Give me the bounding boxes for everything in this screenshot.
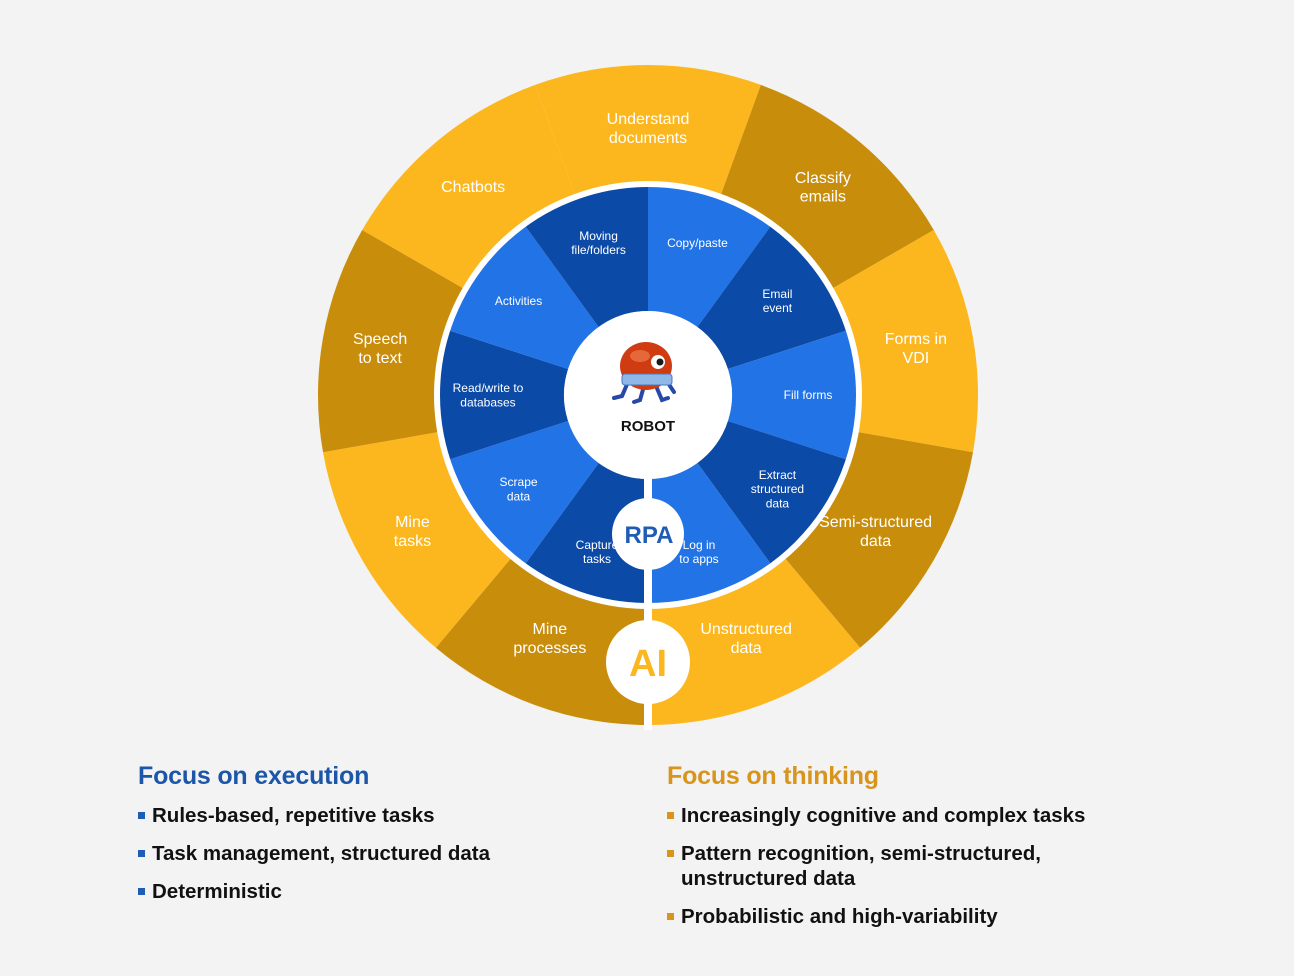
inner-segment [648,462,772,605]
list-item-text: Pattern recognition, semi-structured, un… [681,842,1041,890]
robot-label: ROBOT [621,418,675,435]
outer-segment [323,431,514,648]
outer-segment [317,230,467,453]
inner-segment [648,185,772,328]
outer-segment [648,555,861,725]
outer-segment [829,230,978,453]
list-item: Probabilistic and high-variability [667,904,1111,929]
list-item: Pattern recognition, semi-structured, un… [667,841,1111,891]
list-item: Rules-based, repetitive tasks [138,803,490,828]
inner-segment [524,185,648,328]
list-item: Deterministic [138,879,490,904]
rpa-badge [612,498,684,570]
inner-segment-label: Copy/paste [667,236,728,250]
inner-segment-label: Fill forms [784,388,833,402]
inner-segment [448,420,599,565]
list-item-text: Rules-based, repetitive tasks [152,804,435,827]
rpa-label: RPA [625,522,674,549]
center-circle [564,311,732,479]
outer-segment-label: Chatbots [441,179,505,196]
bullet-icon [138,850,145,857]
thinking-heading: Focus on thinking [667,762,879,790]
list-item: Task management, structured data [138,841,490,866]
bullet-icon [667,850,674,857]
execution-column: Focus on execution Rules-based, repetiti… [138,762,490,917]
outer-segment [535,65,761,198]
inner-segment [524,462,648,605]
outer-segment [435,555,648,725]
bullet-icon [138,888,145,895]
thinking-list: Increasingly cognitive and complex tasks… [667,803,1111,929]
inner-segment-label: Activities [495,294,542,308]
thinking-column: Focus on thinking Increasingly cognitive… [667,762,1111,942]
list-item-text: Deterministic [152,880,282,903]
inner-segment [727,330,859,460]
inner-segment [697,420,848,565]
outer-segment [782,431,973,648]
list-item-text: Increasingly cognitive and complex tasks [681,804,1086,827]
list-item-text: Probabilistic and high-variability [681,905,998,928]
bullet-icon [138,812,145,819]
execution-heading: Focus on execution [138,762,370,790]
inner-segment [697,225,848,370]
bullet-icon [667,812,674,819]
list-item-text: Task management, structured data [152,842,490,865]
inner-segment [448,225,599,370]
execution-list: Rules-based, repetitive tasks Task manag… [138,803,490,904]
outer-segment [362,84,577,291]
ai-badge [606,620,690,704]
ai-label: AI [629,643,667,685]
outer-segment [719,84,934,291]
list-item: Increasingly cognitive and complex tasks [667,803,1111,828]
robot-icon [612,342,676,404]
bullet-icon [667,913,674,920]
inner-segment [438,330,569,460]
